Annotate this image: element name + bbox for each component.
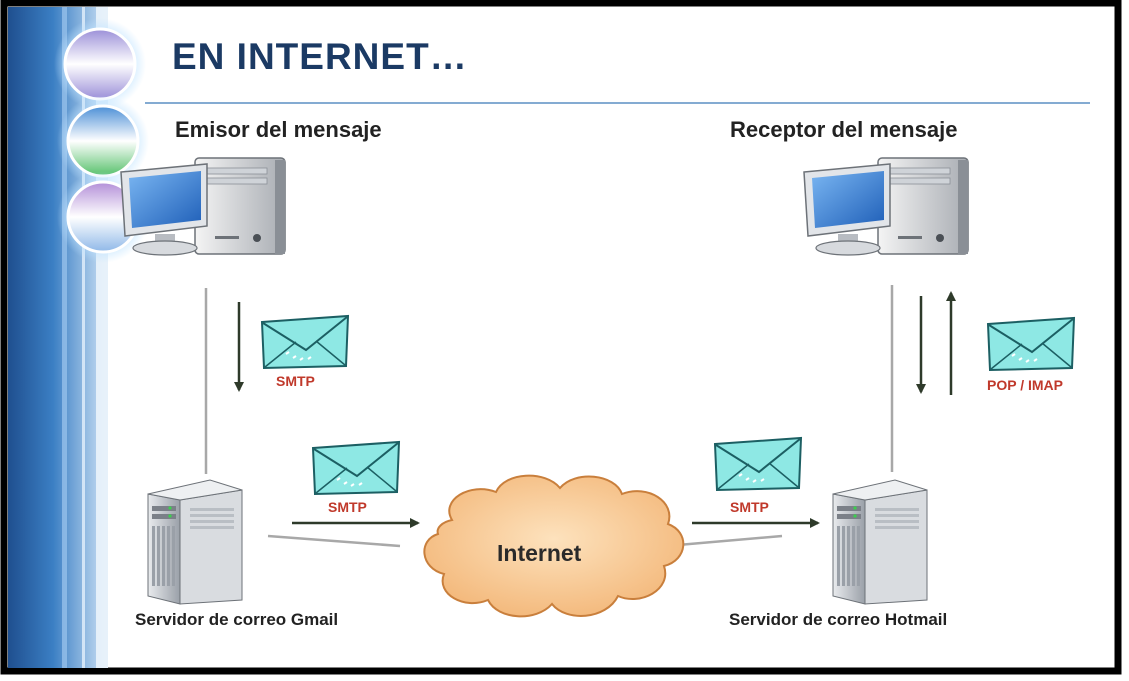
envelope-icon bbox=[714, 437, 802, 491]
hotmail-server-label: Servidor de correo Hotmail bbox=[729, 610, 948, 629]
receiver-retrieve-protocol-label: POP / IMAP bbox=[987, 377, 1063, 393]
gmail-internet-line bbox=[267, 534, 401, 548]
internet-label: Internet bbox=[497, 540, 582, 566]
gmail-server-icon bbox=[147, 479, 243, 605]
envelope-icon bbox=[987, 317, 1075, 371]
sender-heading: Emisor del mensaje bbox=[175, 117, 382, 142]
sender-internet-protocol-label: SMTP bbox=[328, 499, 367, 515]
hotmail-server-icon bbox=[832, 479, 928, 605]
sender-protocol-label: SMTP bbox=[276, 373, 315, 389]
envelope-icon bbox=[261, 315, 349, 369]
receiver-heading: Receptor del mensaje bbox=[730, 117, 958, 142]
envelope-icon bbox=[312, 441, 400, 495]
internet-cloud-icon bbox=[423, 474, 685, 618]
page-title: EN INTERNET… bbox=[172, 36, 468, 77]
receiver-internet-protocol-label: SMTP bbox=[730, 499, 769, 515]
gmail-server-label: Servidor de correo Gmail bbox=[135, 610, 339, 629]
